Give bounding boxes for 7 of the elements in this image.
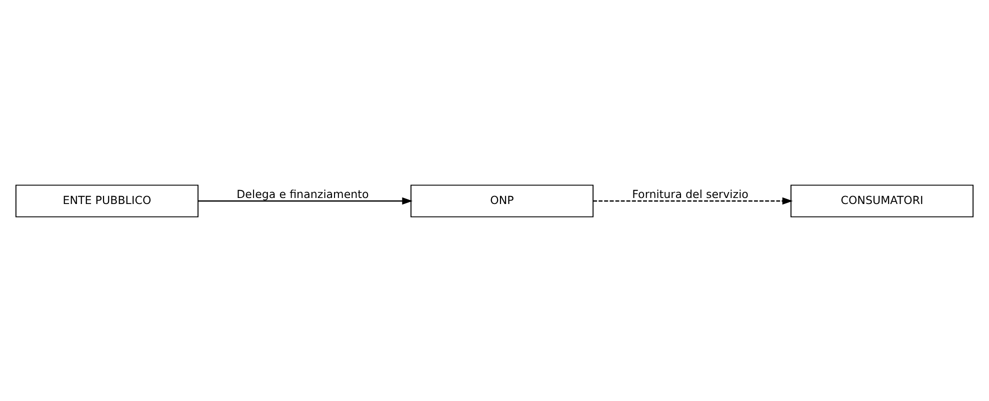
node-box: ENTE PUBBLICO bbox=[15, 184, 198, 217]
edge-label: Delega e finanziamento bbox=[236, 187, 369, 200]
node-box: CONSUMATORI bbox=[790, 184, 974, 217]
edge-label: Fornitura del servizio bbox=[632, 187, 748, 200]
node-box: ONP bbox=[410, 184, 594, 217]
arrow bbox=[198, 196, 413, 204]
arrow bbox=[593, 196, 793, 204]
